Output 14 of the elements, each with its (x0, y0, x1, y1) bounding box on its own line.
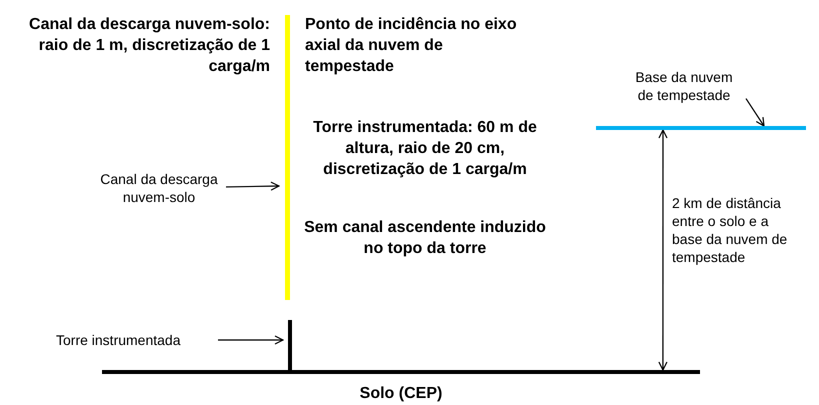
annotation-text: Canal da descarga nuvem-solo: raio de 1 m, discretização de 1 carga/m (28, 15, 270, 77)
annotation-text: Canal da descarga nuvem-solo (94, 170, 224, 206)
annotation-text: Sem canal ascendente induzido no topo da torre (303, 218, 547, 259)
leader-arrow (746, 98, 765, 127)
annotation-text: Base da nuvem de tempestade (628, 68, 740, 104)
annotation-text: Torre instrumentada: 60 m de altura, raio de 20 cm, discretização de 1 carga/m (312, 118, 538, 180)
ground-caption: Solo (CEP) (358, 384, 444, 404)
leader-arrow (226, 182, 280, 191)
annotation-text: Ponto de incidência no eixo axial da nuvem de tempestade (305, 15, 518, 77)
annotation-text: Torre instrumentada (56, 331, 216, 349)
tower-bar (288, 320, 292, 370)
discharge-channel-bar (285, 15, 290, 300)
leader-arrow (218, 335, 284, 345)
dimension-arrow (658, 129, 668, 371)
